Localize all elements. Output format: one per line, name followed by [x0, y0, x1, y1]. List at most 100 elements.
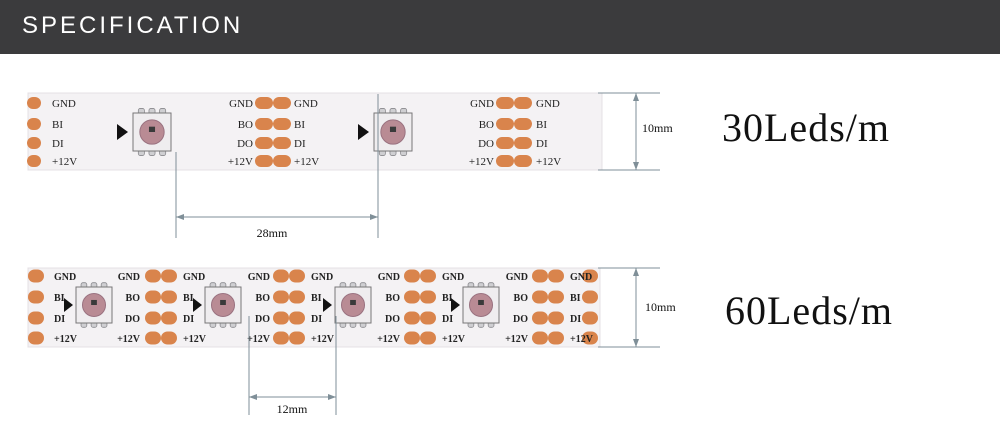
pad-label: +12V: [377, 334, 401, 345]
led-chip: [350, 299, 356, 305]
strip-body: [27, 267, 601, 348]
copper-pad: [420, 290, 436, 304]
copper-pad: [532, 290, 548, 304]
spacing-label-12mm: 12mm: [277, 402, 308, 416]
data-direction-arrow: [117, 124, 128, 140]
led-chip: [478, 299, 484, 305]
pad-label: DO: [385, 314, 400, 325]
section-title: SPECIFICATION: [22, 12, 244, 39]
pad-label: DI: [311, 314, 322, 325]
copper-pad: [404, 311, 420, 325]
copper-pad: [161, 269, 177, 283]
copper-pad: [273, 269, 289, 283]
copper-pad: [514, 118, 532, 130]
pad-label: GND: [470, 98, 494, 110]
copper-pad: [145, 290, 161, 304]
pad-label: DI: [183, 314, 194, 325]
copper-pad: [532, 311, 548, 325]
copper-pad: [582, 269, 598, 283]
dimension-arrow: [328, 394, 336, 400]
pad-label: GND: [118, 272, 140, 283]
data-direction-arrow: [64, 298, 73, 312]
copper-pad: [496, 155, 514, 167]
header-bar: SPECIFICATION: [0, 0, 1000, 54]
copper-pad: [161, 290, 177, 304]
copper-pad: [289, 269, 305, 283]
pad-label: DI: [294, 138, 306, 150]
pad-label: DI: [52, 138, 64, 150]
pad-label: BI: [311, 293, 322, 304]
pad-label: +12V: [294, 156, 319, 168]
copper-pad: [255, 118, 273, 130]
copper-pad: [496, 97, 514, 109]
pad-label: +12V: [311, 334, 335, 345]
copper-pad: [582, 331, 598, 345]
copper-pad: [273, 118, 291, 130]
pad-label: DO: [237, 138, 253, 150]
led-chip: [220, 299, 226, 305]
pad-label: GND: [536, 98, 560, 110]
data-direction-arrow: [451, 298, 460, 312]
dimension-arrow: [633, 162, 639, 170]
pad-label: GND: [378, 272, 400, 283]
pad-label: GND: [294, 98, 318, 110]
pad-label: DO: [478, 138, 494, 150]
pad-label: BI: [54, 293, 65, 304]
pad-label: GND: [183, 272, 205, 283]
copper-pad: [273, 137, 291, 149]
data-direction-arrow: [323, 298, 332, 312]
pad-label: +12V: [570, 334, 594, 345]
pad-label: DO: [125, 314, 140, 325]
copper-pad: [145, 269, 161, 283]
copper-pad: [514, 137, 532, 149]
copper-pad: [28, 311, 44, 325]
copper-pad: [28, 269, 44, 283]
copper-pad: [161, 331, 177, 345]
pad-label: DI: [536, 138, 548, 150]
copper-pad: [28, 331, 44, 345]
pad-label: +12V: [183, 334, 207, 345]
pad-label: GND: [311, 272, 333, 283]
copper-pad: [28, 290, 44, 304]
strip-60-leds: GND BI DI +12V GND BO DO +12V GND BI DI +12V GND BO DO…: [27, 267, 676, 416]
copper-pad: [582, 311, 598, 325]
pad-label: BI: [442, 293, 453, 304]
dimension-arrow: [249, 394, 257, 400]
copper-pad: [145, 311, 161, 325]
copper-pad: [496, 137, 514, 149]
width-label-10mm: 10mm: [645, 300, 676, 314]
copper-pad: [27, 118, 41, 130]
pad-label: DI: [570, 314, 581, 325]
copper-pad: [273, 311, 289, 325]
copper-pad: [255, 97, 273, 109]
copper-pad: [548, 311, 564, 325]
copper-pad: [420, 311, 436, 325]
pad-label: BO: [386, 293, 401, 304]
copper-pad: [27, 155, 41, 167]
pad-label: BO: [126, 293, 141, 304]
dimension-arrow: [633, 339, 639, 347]
pad-label: GND: [229, 98, 253, 110]
pad-label: GND: [54, 272, 76, 283]
copper-pad: [582, 290, 598, 304]
copper-pad: [255, 137, 273, 149]
pad-label: +12V: [54, 334, 78, 345]
data-direction-arrow: [358, 124, 369, 140]
copper-pad: [273, 155, 291, 167]
pad-label: GND: [506, 272, 528, 283]
copper-pad: [145, 331, 161, 345]
density-label-60: 60Leds/m: [725, 288, 893, 333]
led-chip-4: [462, 282, 500, 328]
copper-pad: [496, 118, 514, 130]
copper-pad: [404, 331, 420, 345]
copper-pad: [532, 331, 548, 345]
pad-label: +12V: [442, 334, 466, 345]
copper-pad: [289, 311, 305, 325]
spacing-label-28mm: 28mm: [257, 226, 288, 240]
copper-pad: [514, 97, 532, 109]
data-direction-arrow: [193, 298, 202, 312]
copper-pad: [420, 269, 436, 283]
pad-label: +12V: [52, 156, 77, 168]
led-chip: [389, 126, 397, 132]
pad-label: +12V: [536, 156, 561, 168]
